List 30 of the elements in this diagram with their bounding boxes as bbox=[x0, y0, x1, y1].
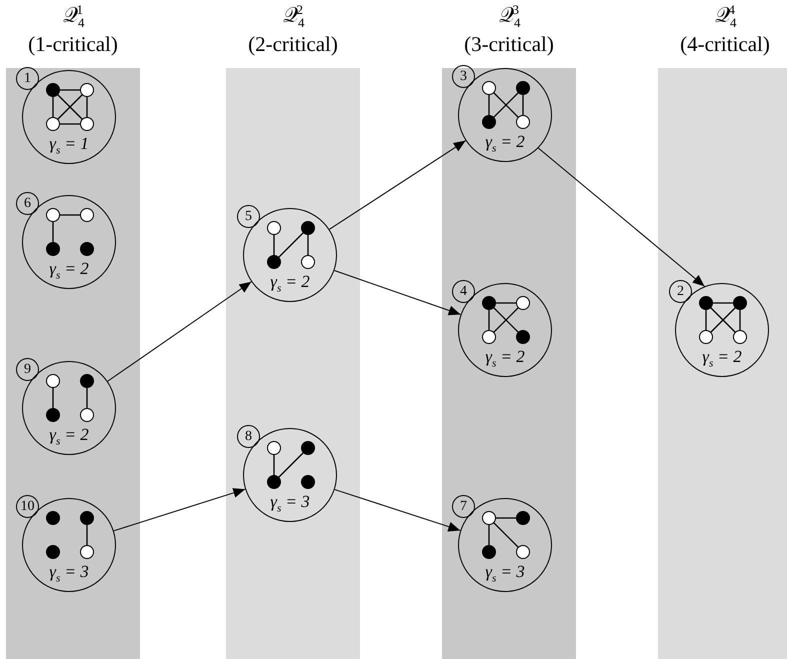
callout-number: 2 bbox=[669, 280, 692, 303]
domination-number: γ$_{s}$ = 3 bbox=[484, 562, 526, 586]
domination-number: γ$_{s}$ = 3 bbox=[269, 492, 311, 516]
domination-number: γ$_{s}$ = 2 bbox=[269, 272, 311, 296]
callout-number: 10 bbox=[16, 495, 39, 518]
band-subheading: (3-critical) bbox=[463, 32, 555, 57]
domination-number: γ$_{s}$ = 2 bbox=[484, 347, 526, 372]
domination-number: γ$_{s}$ = 3 bbox=[48, 562, 90, 586]
callout-number: 8 bbox=[237, 425, 260, 448]
band-subheading: (4-critical) bbox=[679, 32, 771, 57]
callout-number: 4 bbox=[452, 280, 475, 303]
domination-number: γ$_{s}$ = 2 bbox=[701, 347, 743, 372]
callout-number: 9 bbox=[16, 358, 39, 381]
callout-number: 6 bbox=[16, 192, 39, 215]
arrow bbox=[113, 488, 246, 532]
arrow bbox=[334, 489, 461, 532]
callout-number: 7 bbox=[452, 495, 475, 518]
domination-number: γ$_{s}$ = 2 bbox=[48, 259, 90, 284]
arrow bbox=[334, 270, 462, 316]
callout-number: 5 bbox=[237, 205, 260, 228]
callout-number: 1 bbox=[16, 67, 39, 90]
arrow bbox=[538, 148, 706, 287]
domination-number: γ$_{s}$ = 2 bbox=[484, 132, 526, 156]
arrow bbox=[328, 140, 466, 230]
band-subheading: (2-critical) bbox=[247, 32, 339, 57]
arrow bbox=[107, 281, 252, 382]
callout-number: 3 bbox=[452, 65, 475, 88]
domination-number: γ$_{s}$ = 1 bbox=[48, 134, 90, 158]
band-subheading: (1-critical) bbox=[27, 32, 119, 57]
domination-number: γ$_{s}$ = 2 bbox=[48, 425, 90, 450]
